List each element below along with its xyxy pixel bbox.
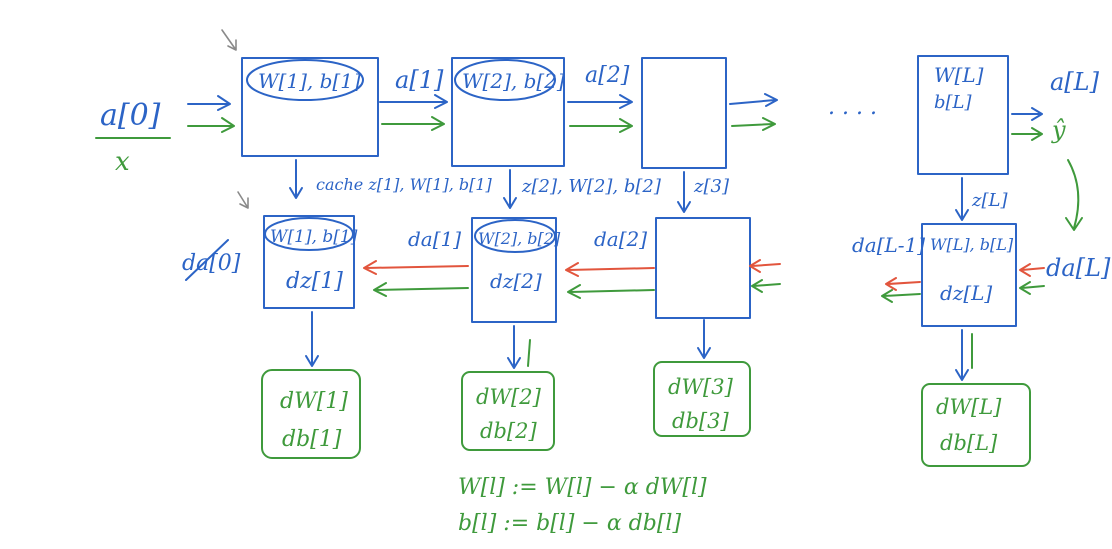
daL-1: da[L-1]: [852, 233, 925, 257]
cache-label-L: z[L]: [971, 190, 1008, 211]
activation-a2: a[2]: [585, 63, 630, 88]
cache-label-3: z[3]: [693, 176, 730, 197]
cache-label-1: cache z[1], W[1], b[1]: [316, 175, 493, 194]
forward-layer-L-b: b[L]: [934, 92, 972, 113]
gradient-box-L: [921, 383, 1031, 467]
dz2: dz[2]: [490, 269, 542, 293]
output-aL: a[L]: [1050, 68, 1100, 96]
arrow-red-daL: [1019, 263, 1045, 277]
arrow-x-forward: [187, 117, 235, 133]
arrow-yhat: [1011, 127, 1043, 141]
backward-layer-1-ellipse: [264, 217, 354, 251]
pointer-mark-top: [221, 29, 237, 51]
output-yhat: ŷ: [1051, 116, 1066, 144]
cache-arrow-2: [503, 169, 517, 209]
ellipsis: . . . .: [828, 95, 877, 120]
dWL: dW[L]: [936, 395, 1002, 419]
grad-arrow-1: [305, 311, 319, 367]
forward-layer-1-params: W[1], b[1]: [258, 69, 361, 93]
backward-layer-2-box: [471, 217, 557, 323]
arrow-green-back-3: [751, 279, 781, 293]
forward-layer-2-box: [451, 57, 565, 167]
input-x: x: [115, 147, 130, 177]
arrow-green-1: [381, 116, 445, 131]
arrow-red-da1: [363, 260, 469, 275]
backward-layer-1-params: W[1], b[1]: [270, 227, 358, 247]
arrow-red-da3: [749, 259, 781, 273]
backward-layer-L-box: [921, 223, 1017, 327]
arrow-a2: [567, 94, 633, 109]
gradient-box-2: [461, 371, 555, 451]
db3: db[3]: [672, 409, 729, 433]
arrow-aL: [1011, 107, 1043, 121]
input-a0: a[0]: [100, 98, 161, 133]
da0-strike: [185, 239, 229, 281]
dzL: dz[L]: [940, 281, 992, 305]
grad-arrow-2: [507, 325, 521, 369]
arrow-a3: [729, 93, 778, 107]
arrow-green-daL: [1019, 281, 1045, 295]
dW1: dW[1]: [280, 389, 348, 414]
arrow-yhat-to-daL: [1065, 159, 1083, 231]
backward-layer-2-ellipse: [474, 219, 556, 253]
arrow-red-da2: [565, 262, 655, 277]
dz1: dz[1]: [286, 269, 343, 294]
arrow-a1: [379, 94, 448, 109]
arrow-a0-forward: [187, 95, 231, 111]
forward-layer-1-box: [241, 57, 379, 157]
backward-layer-1-box: [263, 215, 355, 309]
arrow-green-back-L: [881, 289, 921, 303]
backward-layer-L-params: W[L], b[L]: [930, 235, 1014, 254]
backward-layer-2-params: W[2], b[2]: [478, 229, 561, 248]
arrow-green-2: [569, 118, 633, 133]
activation-a1: a[1]: [395, 66, 444, 94]
da2: da[2]: [594, 227, 647, 251]
forward-layer-L-W: W[L]: [934, 63, 984, 87]
forward-layer-2-params: W[2], b[2]: [462, 69, 565, 93]
dW3: dW[3]: [668, 375, 734, 399]
arrow-red-daL-1: [885, 277, 921, 291]
backward-layer-3-box: [655, 217, 751, 319]
cache-label-2: z[2], W[2], b[2]: [521, 176, 662, 197]
cache-arrow-1: [289, 159, 303, 199]
grad-arrow-3: [697, 319, 711, 359]
arrow-green-3: [731, 117, 776, 131]
grad-arrow-2-green: [527, 339, 531, 367]
db2: db[2]: [480, 419, 537, 443]
forward-layer-3-box: [641, 57, 727, 169]
db1: db[1]: [282, 427, 342, 452]
arrow-green-back-2: [567, 284, 655, 299]
dbL: db[L]: [940, 431, 998, 455]
daL: da[L]: [1046, 254, 1111, 282]
cache-arrow-3: [677, 171, 691, 213]
gradient-box-3: [653, 361, 751, 437]
grad-arrow-L: [955, 329, 969, 381]
dW2: dW[2]: [476, 385, 542, 409]
gradient-box-1: [261, 369, 361, 459]
da1: da[1]: [408, 227, 461, 251]
arrow-green-back-1: [373, 282, 469, 297]
forward-layer-L-box: [917, 55, 1009, 175]
cache-arrow-L: [955, 177, 969, 221]
layer-2-params-ellipse: [454, 59, 556, 101]
update-rule-W: W[l] := W[l] − α dW[l]: [458, 475, 707, 500]
pointer-mark-bottom: [237, 191, 249, 209]
update-rule-b: b[l] := b[l] − α db[l]: [458, 511, 681, 536]
layer-1-params-ellipse: [246, 59, 364, 101]
